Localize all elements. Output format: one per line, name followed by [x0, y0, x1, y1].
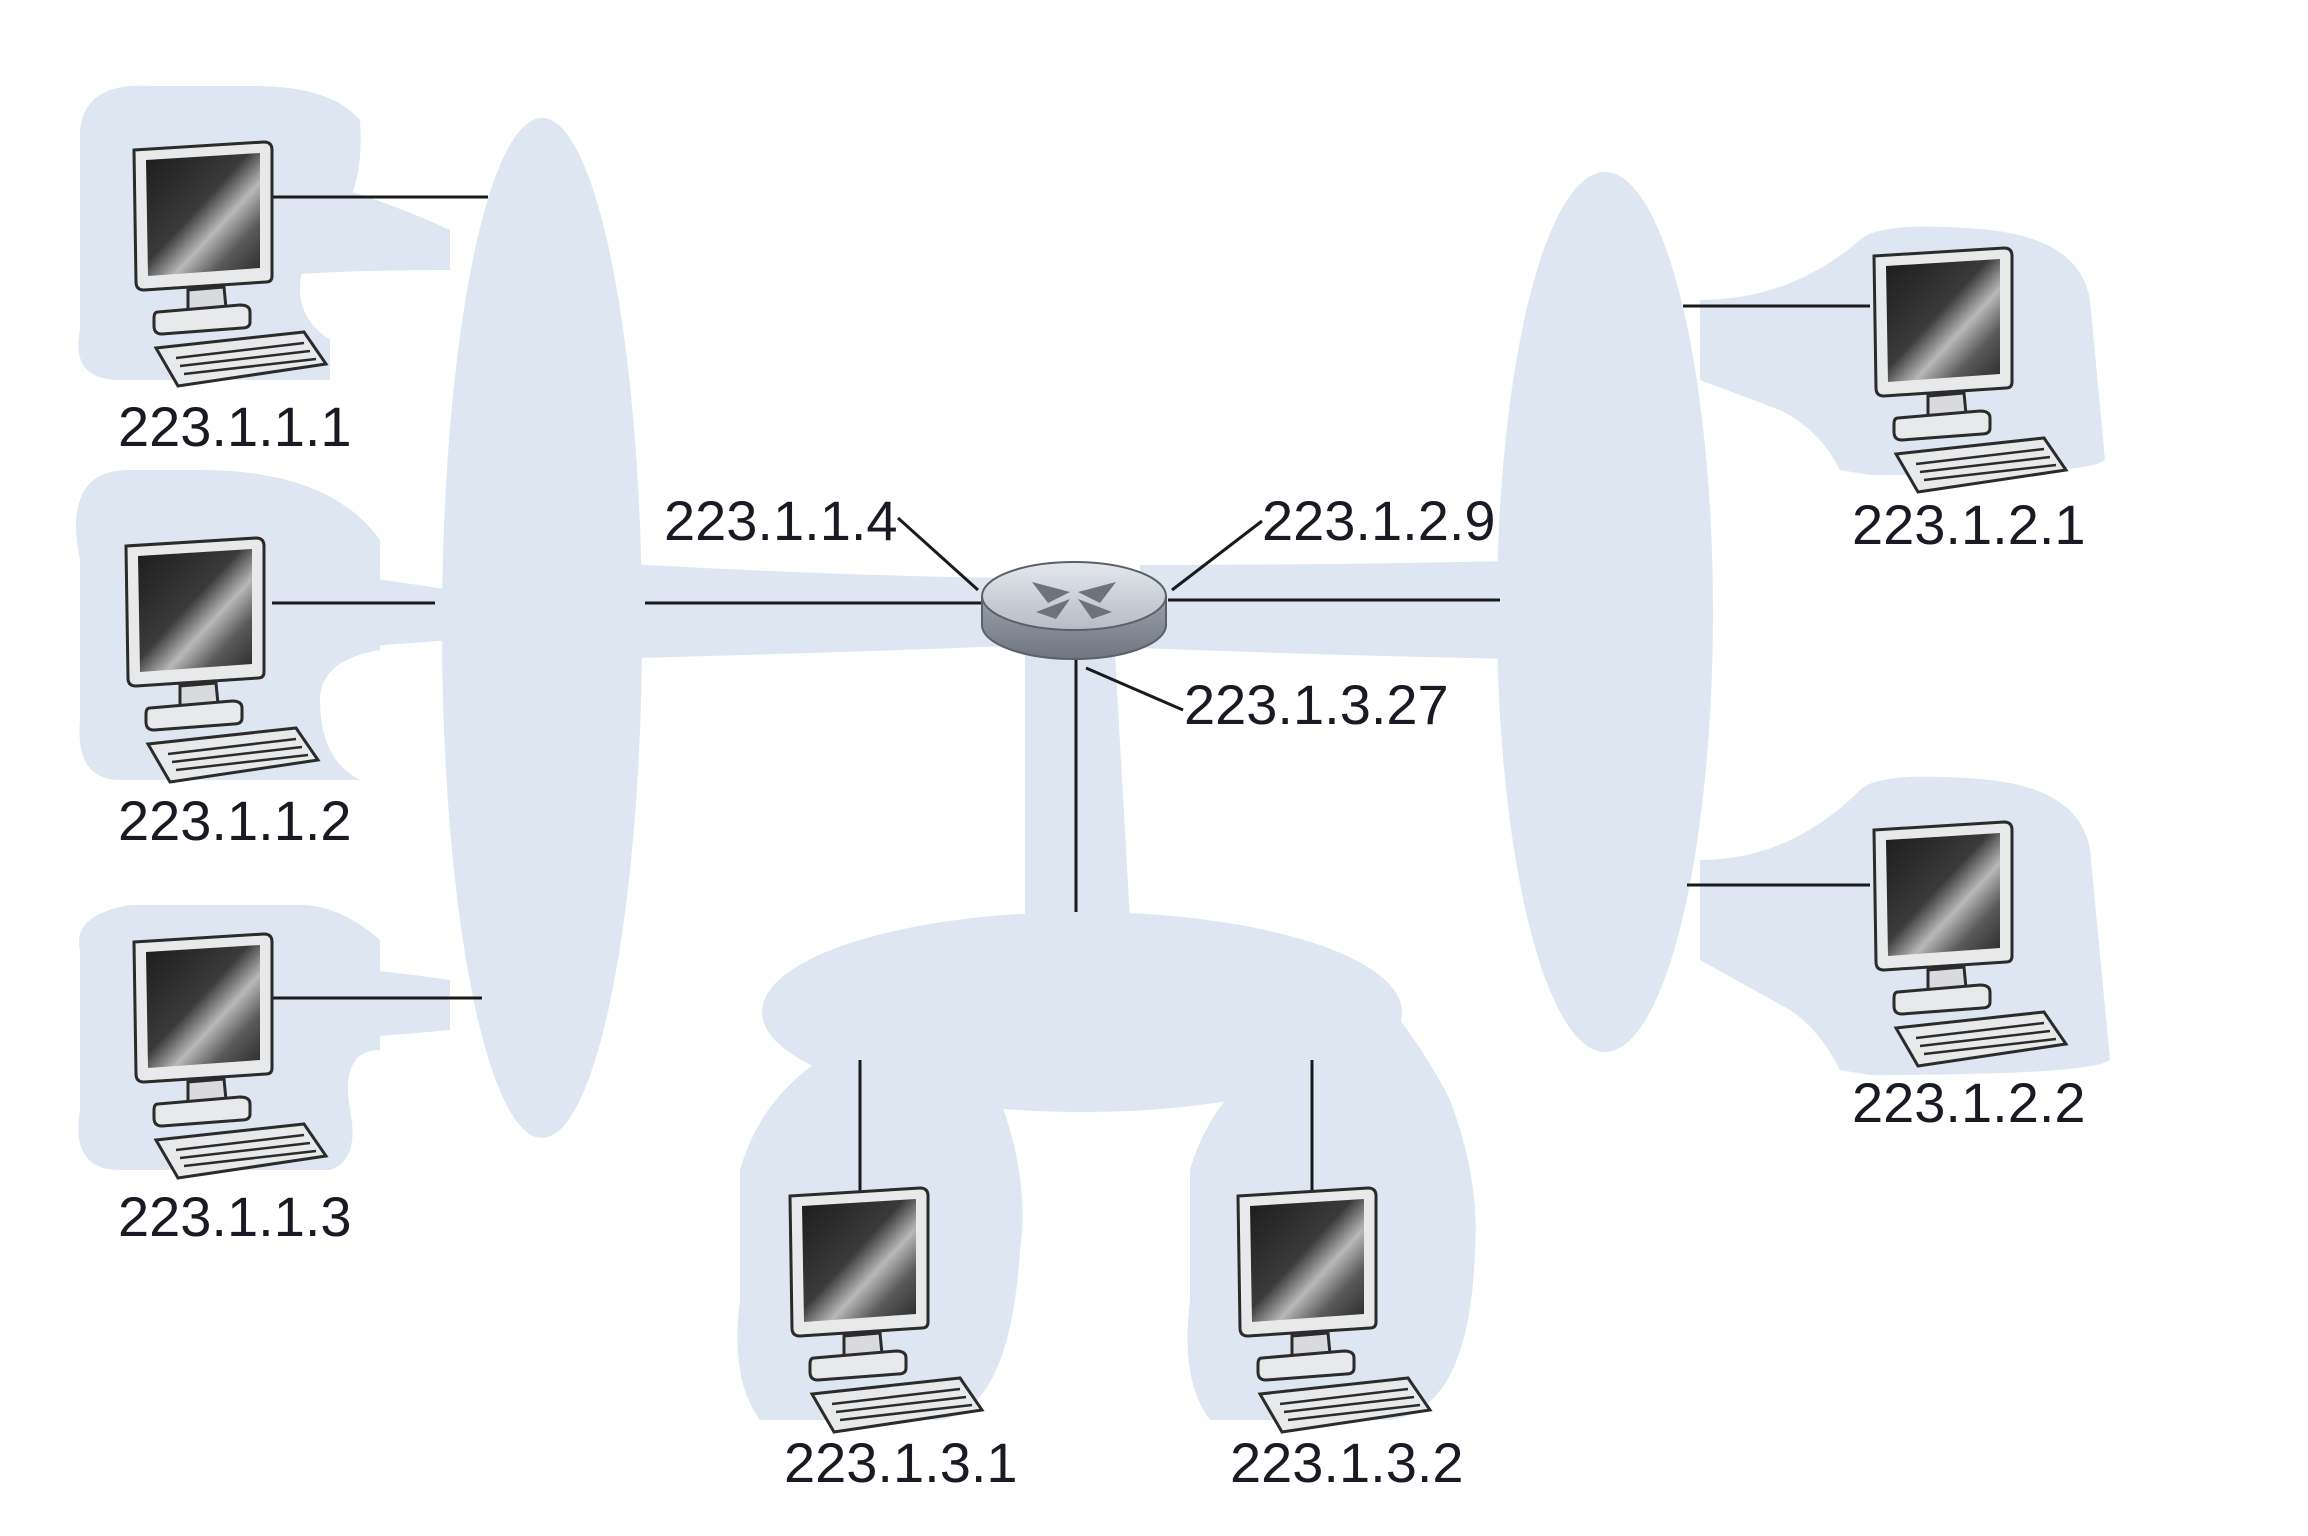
- router-interface-label: 223.1.3.27: [1184, 673, 1449, 736]
- address-labels: 223.1.1.1 223.1.1.2 223.1.1.3 223.1.2.1 …: [118, 395, 2086, 1494]
- host-address-label: 223.1.2.2: [1852, 1071, 2086, 1134]
- router-interface-label: 223.1.1.4: [664, 489, 898, 552]
- router-cross-icon: [1032, 582, 1116, 619]
- leader-if3: [1085, 666, 1184, 712]
- host-address-label: 223.1.1.3: [118, 1185, 352, 1248]
- leader-if1: [896, 516, 980, 592]
- host-address-label: 223.1.2.1: [1852, 493, 2086, 556]
- host-address-label: 223.1.1.2: [118, 789, 352, 852]
- router-interface-label: 223.1.2.9: [1262, 489, 1496, 552]
- host-address-label: 223.1.3.1: [784, 1431, 1018, 1494]
- leader-if2: [1171, 519, 1263, 592]
- router[interactable]: [981, 561, 1167, 660]
- wires: [272, 195, 1870, 1196]
- host-address-label: 223.1.1.1: [118, 395, 352, 458]
- host-address-label: 223.1.3.2: [1230, 1431, 1464, 1494]
